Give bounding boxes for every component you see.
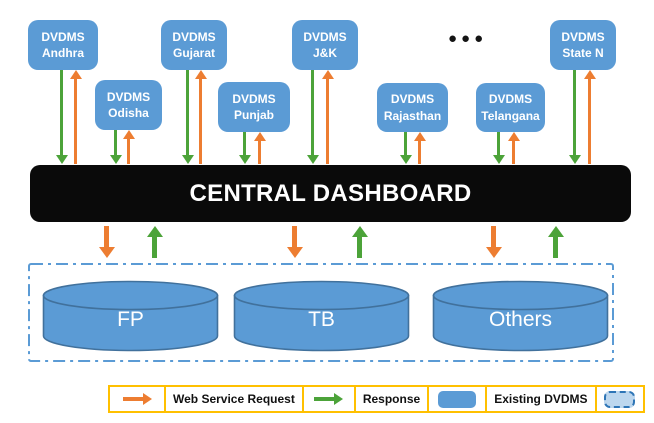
db-cylinder-fp: FP [42, 280, 219, 352]
request-arrow [122, 130, 135, 164]
cylinder-shape [432, 280, 609, 352]
response-arrow [547, 226, 564, 258]
db-label: FP [117, 308, 144, 331]
request-arrow [321, 70, 334, 164]
node-system-label: DVDMS [390, 92, 435, 107]
response-arrow [238, 132, 251, 164]
node-dvdms-state-n: DVDMS State N [550, 20, 616, 70]
legend-request-icon-cell [110, 387, 164, 411]
legend-existing-icon-cell [427, 387, 485, 411]
node-system-label: DVDMS [172, 29, 216, 44]
node-dvdms-telangana: DVDMS Telangana [476, 83, 545, 132]
node-dvdms-andhra: DVDMS Andhra [28, 20, 98, 70]
node-dvdms-gujarat: DVDMS Gujarat [161, 20, 227, 70]
db-cylinder-others: Others [432, 280, 609, 352]
legend-integrated-icon-cell [594, 387, 643, 411]
node-dvdms-rajasthan: DVDMS Rajasthan [377, 83, 448, 132]
request-arrow [485, 226, 502, 258]
node-state-label: Andhra [42, 46, 84, 60]
cylinder-shape [233, 280, 410, 352]
response-arrow [568, 70, 581, 164]
response-arrow [109, 130, 122, 164]
request-arrow [194, 70, 207, 164]
legend-existing-label-cell: Existing DVDMS [485, 387, 594, 411]
more-states-ellipsis: ●●● [448, 30, 488, 47]
node-system-label: DVDMS [561, 29, 605, 44]
legend-existing-label: Existing DVDMS [494, 392, 588, 406]
node-state-label: Telangana [481, 108, 540, 123]
legend-request-label-cell: Web Service Request [164, 387, 302, 411]
response-arrow [55, 70, 68, 164]
response-arrow [181, 70, 194, 164]
integrated-db-swatch [604, 390, 636, 408]
node-state-label: J&K [312, 46, 337, 60]
node-system-label: DVDMS [41, 29, 85, 44]
node-state-label: Rajasthan [383, 108, 442, 123]
db-label: TB [308, 308, 335, 331]
node-dvdms-punjab: DVDMS Punjab [218, 82, 290, 132]
request-arrow [69, 70, 82, 164]
request-arrow [98, 226, 115, 258]
node-state-label: State N [562, 46, 604, 60]
central-dashboard: CENTRAL DASHBOARD [30, 165, 631, 222]
node-dvdms-jk: DVDMS J&K [292, 20, 358, 70]
legend: Web Service Request Response Existing DV… [108, 385, 645, 413]
legend-response-label: Response [362, 392, 421, 406]
response-arrow [351, 226, 368, 258]
response-arrow-icon [314, 393, 344, 405]
db-label: Others [488, 308, 553, 331]
legend-response-label-cell: Response [353, 387, 427, 411]
response-arrow [306, 70, 319, 164]
legend-response-icon-cell [301, 387, 354, 411]
node-system-label: DVDMS [232, 91, 276, 106]
node-system-label: DVDMS [303, 29, 347, 44]
response-arrow [146, 226, 163, 258]
request-arrow [507, 132, 520, 164]
request-arrow [413, 132, 426, 164]
legend-request-label: Web Service Request [173, 392, 295, 406]
request-arrow [583, 70, 596, 164]
request-arrow-icon [122, 393, 152, 405]
db-cylinder-tb: TB [233, 280, 410, 352]
cylinder-shape [42, 280, 219, 352]
node-state-label: Punjab [233, 108, 274, 122]
node-state-label: Odisha [108, 106, 149, 120]
node-state-label: Gujarat [172, 46, 215, 60]
request-arrow [253, 132, 266, 164]
existing-dvdms-swatch [438, 390, 477, 408]
node-system-label: DVDMS [488, 92, 533, 107]
central-dashboard-title: CENTRAL DASHBOARD [189, 179, 472, 207]
response-arrow [399, 132, 412, 164]
request-arrow [286, 226, 303, 258]
response-arrow [492, 132, 505, 164]
node-system-label: DVDMS [106, 89, 151, 104]
node-dvdms-odisha: DVDMS Odisha [95, 80, 162, 130]
